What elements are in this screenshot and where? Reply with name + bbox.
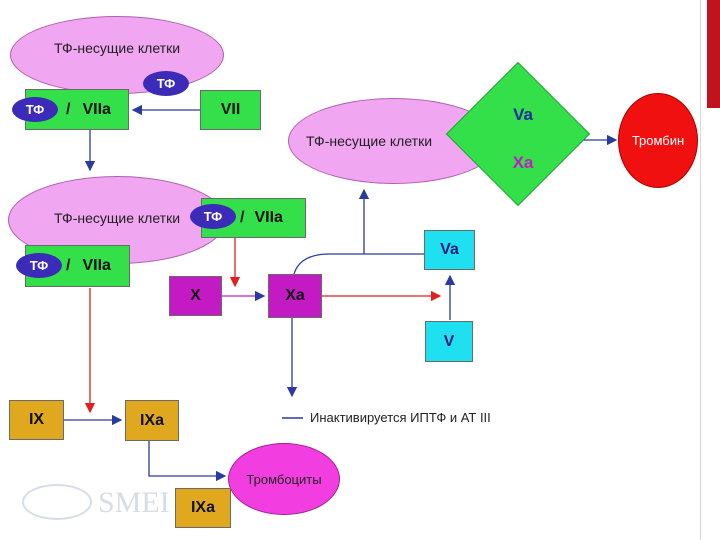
tf-pill: ТФ: [12, 97, 58, 122]
va-label: Va: [440, 241, 459, 258]
xa-box: Xa: [268, 274, 322, 318]
slash-separator: /: [66, 257, 71, 274]
watermark-text: SMEI: [98, 486, 170, 519]
arrow-ixa-to-platelets: [148, 441, 227, 482]
slash-separator: /: [66, 100, 71, 118]
v-box: V: [425, 321, 473, 362]
vii-label: VII: [220, 101, 241, 118]
tf-cells-label: ТФ-несущие клетки: [53, 210, 181, 226]
tf-pill-label: ТФ: [203, 209, 223, 224]
inactivation-legend: Инактивируется ИПТФ и АТ III: [310, 410, 491, 425]
x-label: X: [190, 287, 201, 304]
tf-pill-label: ТФ: [29, 258, 49, 273]
thrombin-label: Тромбин: [631, 133, 685, 148]
platelets-ellipse: Тромбоциты: [228, 443, 340, 515]
tf-pill: ТФ: [143, 71, 189, 96]
diamond-va-label: Va: [513, 105, 533, 124]
ixa-label: IXa: [139, 411, 164, 429]
vii-box: VII: [200, 90, 261, 130]
viia-label: VIIa: [82, 100, 111, 118]
tf-cells-label: ТФ-несущие клетки: [305, 133, 433, 149]
x-box: X: [169, 276, 222, 316]
tf-cells-label: ТФ-несущие клетки: [53, 40, 181, 56]
ixa-box: IXa: [125, 400, 179, 441]
va-box: Va: [424, 230, 475, 270]
ixa-box-bottom: IXa: [175, 488, 231, 528]
tf-cells-ellipse-top: ТФ-несущие клетки: [10, 16, 224, 94]
v-label: V: [443, 332, 455, 350]
slide-edge-line: [700, 0, 701, 540]
viia-label: VIIa: [82, 257, 111, 274]
thrombin-circle: Тромбин: [618, 93, 698, 188]
watermark-logo: [22, 484, 92, 520]
viia-label: VIIa: [254, 209, 283, 226]
tf-pill-label: ТФ: [156, 76, 176, 91]
tf-pill-label: ТФ: [25, 102, 45, 117]
xa-label: Xa: [285, 287, 305, 304]
accent-bar: [707, 0, 720, 108]
ix-label: IX: [28, 411, 45, 428]
connector-xa-to-va-box: [293, 253, 424, 275]
ixa-label: IXa: [190, 499, 215, 516]
ix-box: IX: [9, 400, 64, 440]
tf-pill: ТФ: [16, 253, 62, 278]
diamond-xa-label: Xa: [512, 153, 534, 172]
slash-separator: /: [240, 209, 245, 226]
tf-pill: ТФ: [190, 204, 236, 229]
platelets-label: Тромбоциты: [246, 471, 322, 487]
